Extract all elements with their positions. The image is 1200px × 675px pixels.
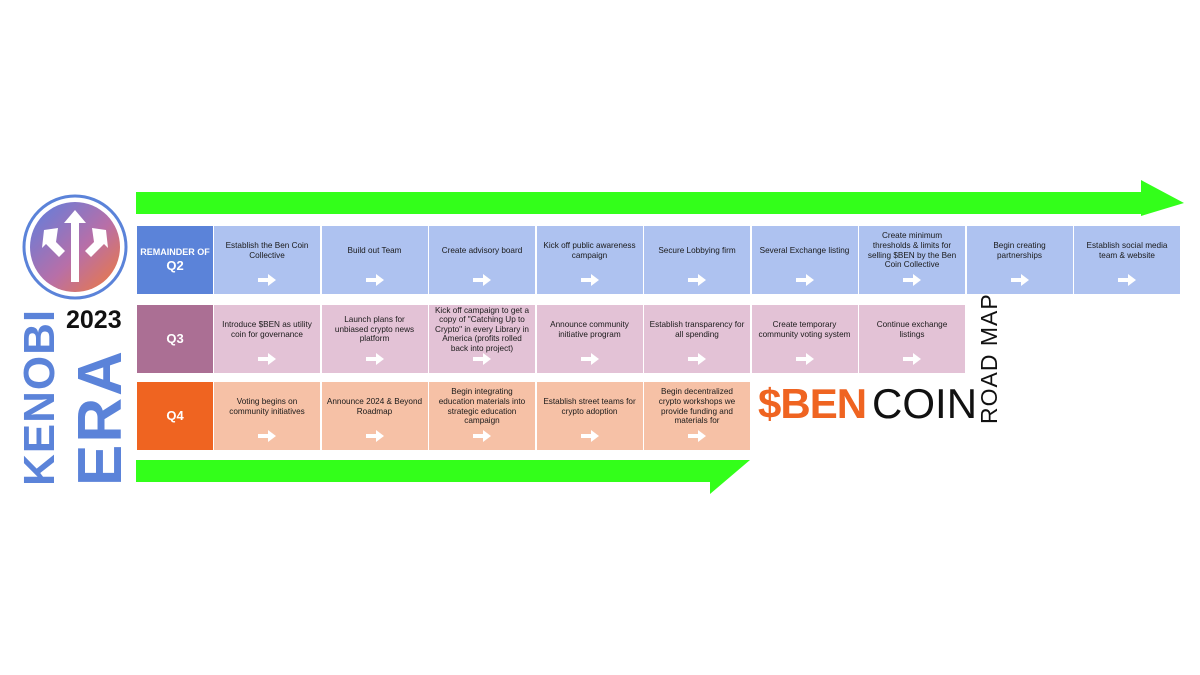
right-arrow-icon xyxy=(258,429,276,447)
milestone-cell: Establish social media team & website xyxy=(1074,226,1180,294)
right-arrow-icon xyxy=(903,273,921,291)
milestone-cell: Create temporary community voting system xyxy=(751,305,858,373)
milestone-label: Several Exchange listing xyxy=(759,245,850,255)
milestone-cell: Several Exchange listing xyxy=(751,226,858,294)
row-q2: Establish the Ben Coin Collective Build o… xyxy=(214,226,1180,294)
milestone-cell: Create minimum thresholds & limits for s… xyxy=(859,226,965,294)
milestone-cell: Establish street teams for crypto adopti… xyxy=(536,382,643,450)
era-text: ERA xyxy=(66,349,135,486)
milestone-label: Announce community initiative program xyxy=(550,319,629,339)
milestone-label: Continue exchange listings xyxy=(876,319,948,339)
right-arrow-icon xyxy=(580,352,599,370)
right-arrow-icon xyxy=(258,352,276,370)
row-header-q4: Q4 xyxy=(137,382,213,450)
row-header-q2-small: REMAINDER OF xyxy=(140,246,210,257)
era-title: ERA xyxy=(66,349,135,496)
right-arrow-icon xyxy=(365,352,384,370)
row-header-q4-big: Q4 xyxy=(166,408,184,423)
milestone-label: Voting begins on community initiatives xyxy=(229,396,305,416)
milestone-cell: Secure Lobbying firm xyxy=(644,226,750,294)
right-arrow-icon xyxy=(688,273,706,291)
coin-text: COIN xyxy=(872,380,978,427)
milestone-cell: Kick off public awareness campaign xyxy=(536,226,643,294)
milestone-label: Establish social media team & website xyxy=(1086,240,1168,260)
right-arrow-icon xyxy=(580,273,599,291)
milestone-cell: Introduce $BEN as utility coin for gover… xyxy=(214,305,320,373)
milestone-cell: Announce 2024 & Beyond Roadmap xyxy=(321,382,428,450)
milestone-cell: Announce community initiative program xyxy=(536,305,643,373)
milestone-cell: Create advisory board xyxy=(429,226,535,294)
right-arrow-icon xyxy=(580,429,599,447)
right-arrow-icon xyxy=(1010,273,1029,291)
milestone-label: Create advisory board xyxy=(441,245,523,255)
milestone-label: Build out Team xyxy=(347,245,402,255)
row-q3: Introduce $BEN as utility coin for gover… xyxy=(214,305,965,373)
milestone-label: Introduce $BEN as utility coin for gover… xyxy=(222,319,312,339)
timeline-arrow-bottom xyxy=(136,460,750,494)
roadmap-text: ROAD MAP xyxy=(976,293,1002,424)
right-arrow-icon xyxy=(795,352,814,370)
milestone-cell: Continue exchange listings xyxy=(859,305,965,373)
milestone-label: Launch plans for unbiased crypto news pl… xyxy=(334,315,415,344)
milestone-cell: Begin integrating education materials in… xyxy=(429,382,535,450)
milestone-label: Establish the Ben Coin Collective xyxy=(225,240,309,260)
milestone-label: Begin decentralized crypto workshops we … xyxy=(658,387,736,426)
milestone-label: Create minimum thresholds & limits for s… xyxy=(867,231,957,270)
right-arrow-icon xyxy=(365,273,384,291)
milestone-label: Create temporary community voting system xyxy=(758,319,851,339)
roadmap-title: ROAD MAP xyxy=(976,293,1002,434)
milestone-cell: Launch plans for unbiased crypto news pl… xyxy=(321,305,428,373)
row-header-q3: Q3 xyxy=(137,305,213,373)
right-arrow-icon xyxy=(365,429,384,447)
timeline-arrow-top xyxy=(136,180,1184,216)
milestone-cell: Kick off campaign to get a copy of "Catc… xyxy=(429,305,535,373)
right-arrow-icon xyxy=(903,352,921,370)
right-arrow-icon xyxy=(1118,273,1136,291)
milestone-cell: Build out Team xyxy=(321,226,428,294)
right-arrow-icon xyxy=(473,352,491,370)
row-header-q3-big: Q3 xyxy=(166,331,184,346)
milestone-label: Kick off campaign to get a copy of "Catc… xyxy=(434,305,530,353)
right-arrow-icon xyxy=(258,273,276,291)
right-arrow-icon xyxy=(795,273,814,291)
milestone-label: Establish transparency for all spending xyxy=(649,319,745,339)
right-arrow-icon xyxy=(688,429,706,447)
ben-text: $BEN xyxy=(758,380,867,427)
milestone-cell: Begin creating partnerships xyxy=(966,226,1073,294)
milestone-label: Establish street teams for crypto adopti… xyxy=(543,396,636,416)
row-q4: Voting begins on community initiatives An… xyxy=(214,382,750,450)
kenobi-title: KENOBI xyxy=(15,309,64,496)
milestone-cell: Establish transparency for all spending xyxy=(644,305,750,373)
split-arrows-logo-icon xyxy=(22,194,128,300)
milestone-cell: Establish the Ben Coin Collective xyxy=(214,226,320,294)
kenobi-text: KENOBI xyxy=(15,308,64,486)
milestone-label: Kick off public awareness campaign xyxy=(543,240,636,260)
milestone-cell: Voting begins on community initiatives xyxy=(214,382,320,450)
milestone-label: Begin creating partnerships xyxy=(993,240,1046,260)
right-arrow-icon xyxy=(473,429,491,447)
row-header-q2: REMAINDER OF Q2 xyxy=(137,226,213,294)
right-arrow-icon xyxy=(473,273,491,291)
right-arrow-icon xyxy=(688,352,706,370)
milestone-label: Secure Lobbying firm xyxy=(658,245,736,255)
milestone-cell: Begin decentralized crypto workshops we … xyxy=(644,382,750,450)
row-header-q2-big: Q2 xyxy=(166,257,184,273)
year-label: 2023 xyxy=(66,306,122,334)
milestone-label: Begin integrating education materials in… xyxy=(438,387,526,426)
milestone-label: Announce 2024 & Beyond Roadmap xyxy=(326,396,423,416)
